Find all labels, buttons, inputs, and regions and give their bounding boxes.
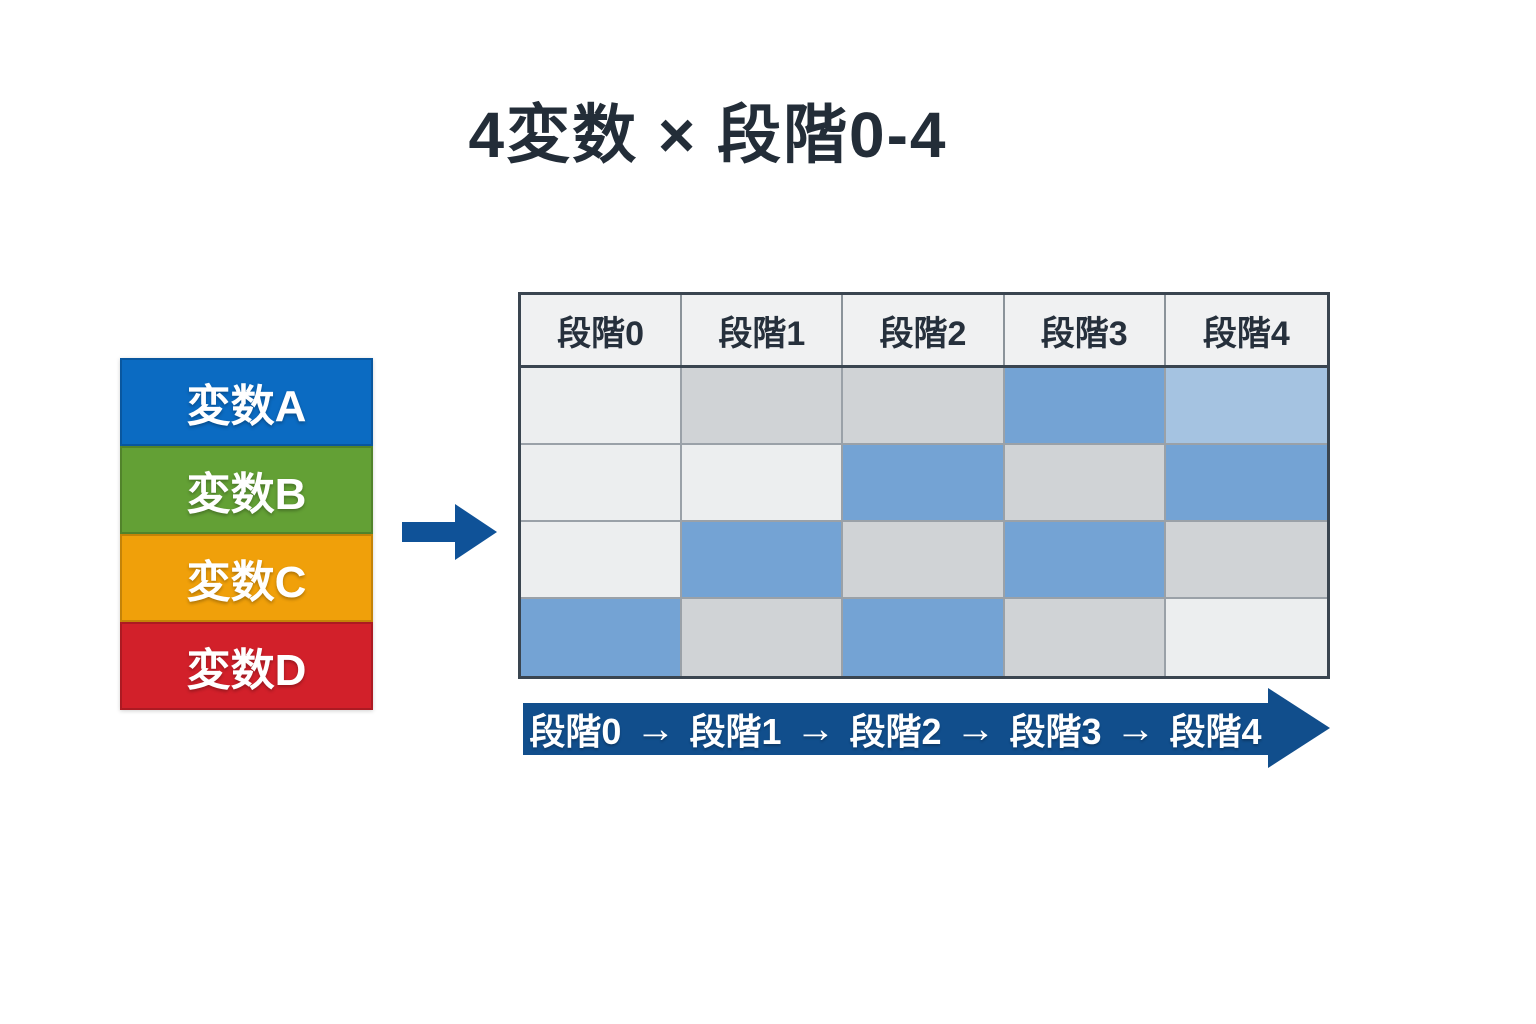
table-cell (843, 522, 1005, 599)
right-arrow-icon (402, 503, 498, 566)
table-cell (682, 522, 844, 599)
table-cell (1165, 522, 1327, 599)
right-arrow-svg (402, 504, 497, 560)
table-cell (843, 368, 1005, 445)
variable-label: 変数B (186, 470, 307, 519)
variable-label: 変数C (186, 558, 307, 607)
table-cell (521, 445, 683, 522)
page-title: 4変数 × 段階0-4 (468, 99, 948, 171)
column-header: 段階2 (843, 295, 1005, 365)
flow-arrow-icon: → (955, 707, 996, 751)
variable-label: 変数D (186, 646, 307, 695)
column-header: 段階0 (521, 295, 683, 365)
table-cell (521, 368, 683, 445)
table-cell (843, 445, 1005, 522)
table-header-row: 段階0 段階1 段階2 段階3 段階4 (521, 295, 1327, 368)
flow-arrowhead (1268, 688, 1330, 768)
variable-box: 変数B (120, 446, 373, 534)
table-cell (682, 445, 844, 522)
table-cell (521, 599, 683, 676)
table-cell (682, 368, 844, 445)
table-cell (1165, 445, 1327, 522)
table-cell (521, 522, 683, 599)
variable-label: 変数A (186, 382, 307, 431)
column-header: 段階3 (1004, 295, 1166, 365)
column-header: 段階4 (1165, 295, 1327, 365)
table-body (521, 368, 1327, 676)
flow-arrow-icon: → (1115, 707, 1156, 751)
table-cell (682, 599, 844, 676)
flow-stage-label: 段階0 (529, 711, 622, 752)
variable-stack: 変数A 変数B 変数C 変数D (120, 358, 373, 710)
flow-stage-label: 段階2 (849, 711, 942, 752)
variable-box: 変数C (120, 534, 373, 622)
stage-matrix-table: 段階0 段階1 段階2 段階3 段階4 (518, 292, 1330, 679)
table-cell (1004, 522, 1166, 599)
stage-flow-banner: 段階0 → 段階1 → 段階2 → 段階3 → 段階4 (523, 688, 1330, 769)
flow-stage-label: 段階4 (1169, 711, 1262, 752)
flow-arrow-icon: → (795, 707, 836, 751)
stage-flow-body: 段階0 → 段階1 → 段階2 → 段階3 → 段階4 (523, 703, 1268, 755)
table-cell (1004, 445, 1166, 522)
flow-arrow-icon: → (635, 707, 676, 751)
table-cell (1165, 368, 1327, 445)
flow-stage-label: 段階3 (1009, 711, 1102, 752)
table-cell (1004, 368, 1166, 445)
table-cell (1004, 599, 1166, 676)
variable-box: 変数D (120, 622, 373, 710)
table-cell (1165, 599, 1327, 676)
variable-box: 変数A (120, 358, 373, 446)
flow-stage-label: 段階1 (689, 711, 782, 752)
column-header: 段階1 (682, 295, 844, 365)
table-cell (843, 599, 1005, 676)
